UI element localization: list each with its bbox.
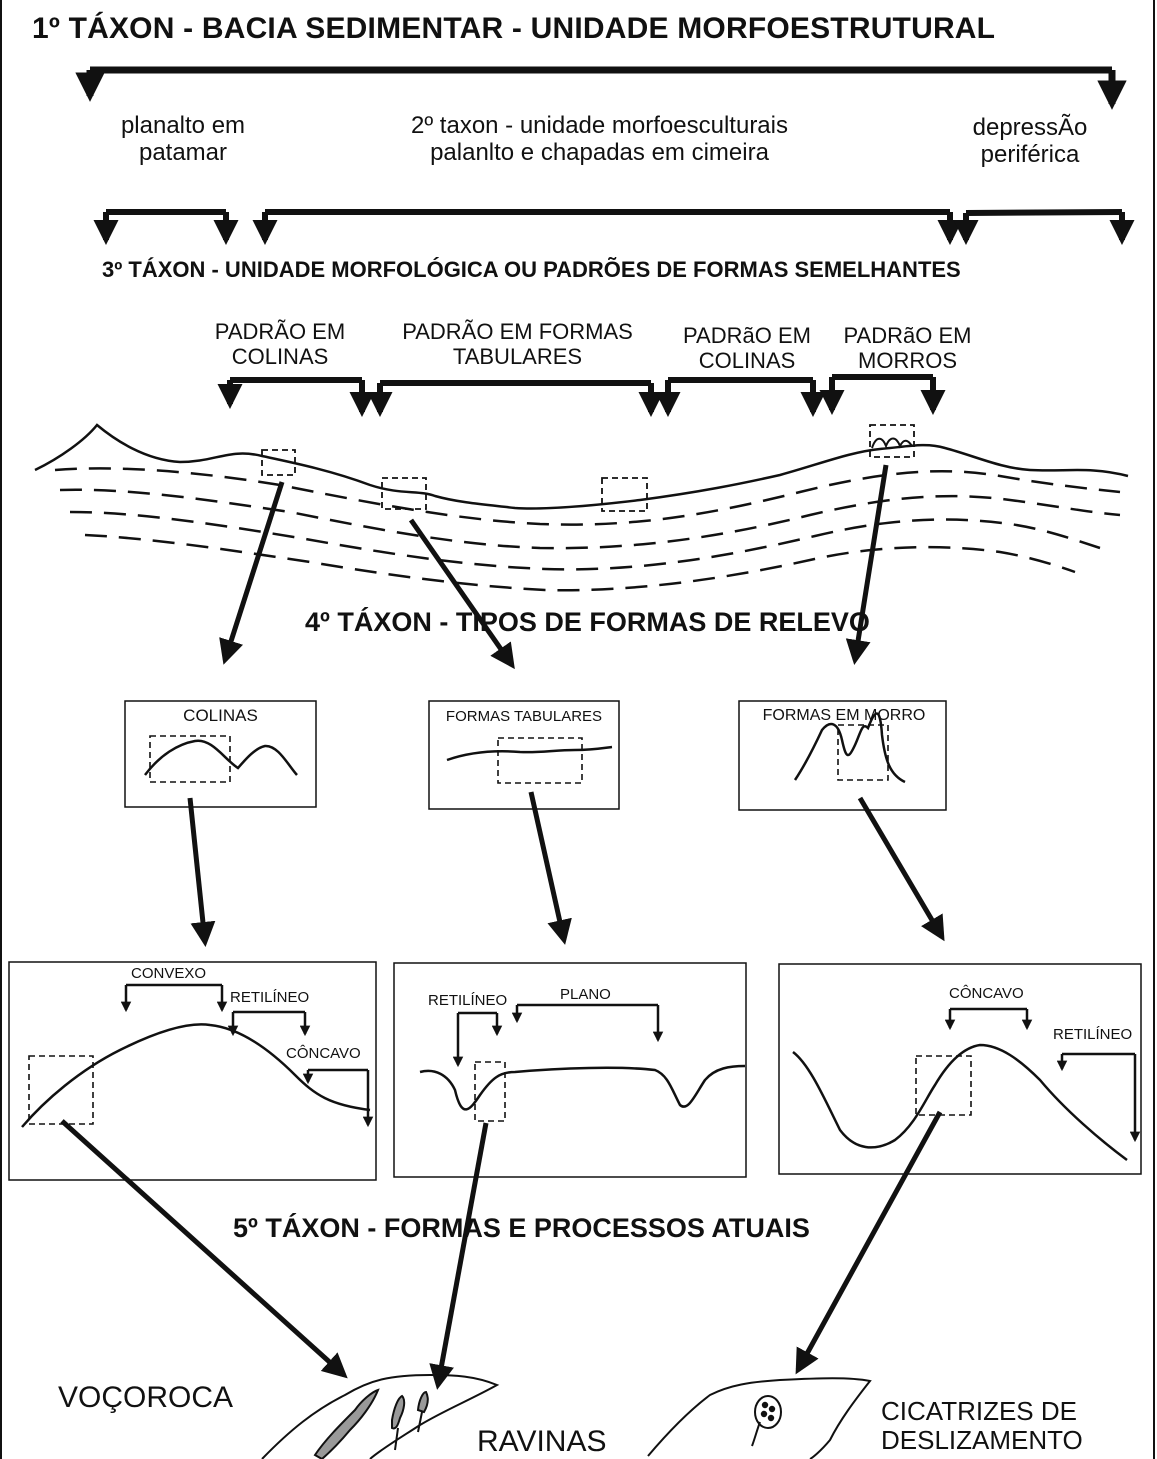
- process-cicatrizes-line2: DESLIZAMENTO: [881, 1425, 1083, 1456]
- form-box-morro: [738, 700, 947, 811]
- form-label-tabulares: FORMAS TABULARES: [445, 708, 603, 725]
- pattern-1-line1: PADRÃO EM: [214, 319, 346, 344]
- process-vocoroca: VOÇOROCA: [58, 1381, 234, 1414]
- pattern-3-line1: PADRãO EM: [683, 323, 811, 348]
- slope-box-left: [8, 961, 377, 1181]
- taxon2-depressao-line2: periférica: [980, 140, 1080, 168]
- taxon3-pattern-brackets: [217, 374, 946, 418]
- taxon2-center-line1: 2º taxon - unidade morfoesculturais: [411, 112, 788, 139]
- pattern-4-line1: PADRãO EM: [843, 323, 972, 348]
- taxon2-label-depressao: depressÃo periférica: [945, 114, 1115, 169]
- slope-left-convexo: CONVEXO: [131, 965, 207, 982]
- pattern-3-line2: COLINAS: [698, 347, 796, 373]
- slope-to-process-arrows: [60, 1110, 943, 1390]
- profile-to-form-arrows: [219, 464, 889, 670]
- taxon1-bracket: [75, 66, 1127, 110]
- pattern-2-line1: PADRÃO EM FORMAS: [402, 319, 633, 344]
- taxon5-title: 5º TÁXON - FORMAS E PROCESSOS ATUAIS: [233, 1213, 810, 1243]
- pattern-label-tabulares: PADRÃO EM FORMAS TABULARES: [380, 319, 655, 369]
- form-to-slope-arrows: [187, 791, 945, 947]
- slope-left-concavo: CÔNCAVO: [286, 1045, 361, 1062]
- slope-middle-plano: PLANO: [560, 986, 611, 1003]
- pattern-label-colinas-2: PADRãO EM COLINAS: [668, 323, 826, 373]
- taxon1-title: 1º TÁXON - BACIA SEDIMENTAR - UNIDADE MO…: [32, 12, 996, 45]
- slope-left-retilineo: RETILÍNEO: [230, 989, 310, 1006]
- form-label-morro: FORMAS EM MORRO: [762, 707, 926, 724]
- taxon2-depressao-line1: depressÃo: [972, 114, 1088, 141]
- taxon2-center-line2: palanlto e chapadas em cimeira: [430, 138, 769, 166]
- cicatrizes-block: [647, 1377, 872, 1459]
- pattern-label-colinas-1: PADRÃO EM COLINAS: [200, 319, 360, 369]
- pattern-label-morros: PADRãO EM MORROS: [830, 323, 985, 373]
- basin-profile: [34, 423, 1129, 592]
- slope-right-concavo: CÔNCAVO: [949, 985, 1024, 1002]
- taxon2-label-center: 2º taxon - unidade morfoesculturais pala…: [362, 112, 837, 167]
- form-box-colinas: [124, 700, 317, 808]
- slope-right-retilineo: RETILÍNEO: [1053, 1026, 1133, 1043]
- taxon4-title: 4º TÁXON - TIPOS DE FORMAS DE RELEVO: [305, 607, 870, 637]
- taxon2-planalto-line1: planalto em: [120, 112, 246, 139]
- taxon2-label-planalto: planalto em patamar: [98, 112, 268, 167]
- slope-middle-retilineo: RETILÍNEO: [428, 992, 508, 1009]
- vocoroca-ravinas-block: [261, 1373, 500, 1459]
- form-box-tabulares: [428, 700, 620, 810]
- process-cicatrizes: CICATRIZES DE DESLIZAMENTO: [881, 1396, 1083, 1456]
- slope-box-middle: [393, 962, 747, 1178]
- form-label-colinas: COLINAS: [183, 706, 258, 725]
- slope-box-right: [778, 963, 1142, 1175]
- process-cicatrizes-line1: CICATRIZES DE: [881, 1396, 1077, 1426]
- process-ravinas: RAVINAS: [477, 1425, 607, 1458]
- taxon2-planalto-line2: patamar: [138, 138, 228, 166]
- pattern-2-line2: TABULARES: [452, 343, 583, 369]
- pattern-4-line2: MORROS: [858, 347, 957, 373]
- pattern-1-line2: COLINAS: [231, 343, 329, 369]
- taxon3-title: 3º TÁXON - UNIDADE MORFOLÓGICA OU PADRÕE…: [102, 257, 961, 282]
- taxon2-brackets: [93, 209, 1135, 246]
